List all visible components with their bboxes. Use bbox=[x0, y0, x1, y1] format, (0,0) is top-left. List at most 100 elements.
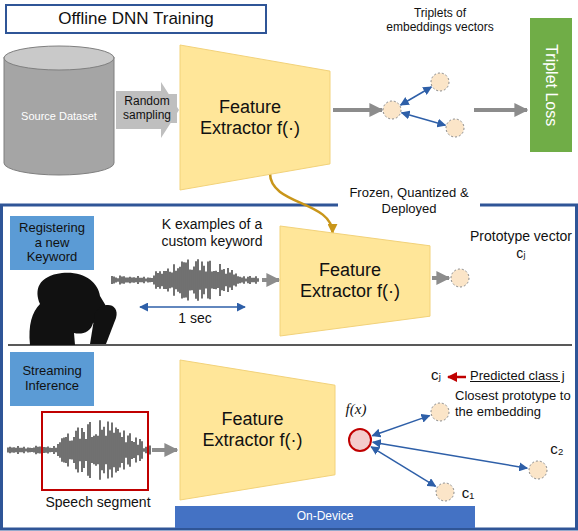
wave-stroke bbox=[83, 432, 84, 468]
wave-stroke bbox=[219, 264, 220, 296]
wave-stroke bbox=[145, 278, 146, 281]
wave-stroke bbox=[233, 274, 234, 285]
annotation: Triplets of embeddings vectors bbox=[385, 6, 495, 35]
wave-stroke bbox=[135, 278, 136, 282]
annotation: Prototype vector cⱼ bbox=[468, 228, 574, 262]
wave-stroke bbox=[145, 447, 146, 453]
hand-silhouette bbox=[90, 305, 117, 344]
wave-stroke bbox=[43, 447, 44, 453]
wave-stroke bbox=[31, 448, 32, 452]
wave-stroke bbox=[135, 438, 136, 463]
section-title: Offline DNN Training bbox=[5, 4, 267, 34]
wave-stroke bbox=[47, 447, 48, 454]
wave-stroke bbox=[27, 448, 28, 453]
wave-stroke bbox=[199, 270, 200, 290]
wave-stroke bbox=[177, 268, 178, 291]
wave-stroke bbox=[139, 439, 140, 461]
prototype-dot bbox=[529, 461, 547, 479]
wave-stroke bbox=[39, 447, 40, 454]
wave-stroke bbox=[119, 432, 120, 467]
wave-stroke bbox=[119, 276, 120, 285]
wave-stroke bbox=[123, 276, 124, 284]
wave-stroke bbox=[61, 438, 62, 462]
wave-stroke bbox=[127, 278, 128, 283]
wave-stroke bbox=[139, 278, 140, 283]
distance-arrow bbox=[373, 442, 527, 468]
wave-stroke bbox=[211, 271, 212, 288]
wave-stroke bbox=[243, 276, 244, 284]
wave-stroke bbox=[127, 435, 128, 464]
wave-stroke bbox=[129, 277, 130, 283]
class-label: c₂ bbox=[545, 440, 569, 458]
wave-stroke bbox=[67, 433, 68, 466]
wave-stroke bbox=[117, 278, 118, 282]
audio-waveform bbox=[112, 259, 258, 301]
prototype-dot bbox=[431, 403, 449, 421]
distance-arrow bbox=[401, 87, 432, 105]
wave-stroke bbox=[157, 273, 158, 287]
wave-stroke bbox=[255, 276, 256, 284]
wave-stroke bbox=[103, 427, 104, 473]
loss-box: Triplet Loss bbox=[530, 18, 572, 152]
edge-label: Random sampling bbox=[117, 94, 177, 123]
wave-stroke bbox=[175, 271, 176, 289]
wave-stroke bbox=[251, 278, 252, 283]
extractor-trapezoid: Feature Extractor f(·) bbox=[280, 226, 430, 336]
wave-stroke bbox=[183, 262, 184, 298]
wave-stroke bbox=[247, 277, 248, 283]
step-box: Registering a new Keyword bbox=[10, 216, 94, 270]
wave-stroke bbox=[79, 439, 80, 461]
wave-stroke bbox=[81, 428, 82, 472]
wave-stroke bbox=[193, 267, 194, 294]
annotation: Speech segment bbox=[38, 494, 158, 511]
wave-stroke bbox=[129, 433, 130, 466]
deploy-arrow bbox=[270, 173, 333, 233]
wave-stroke bbox=[49, 448, 50, 453]
wave-stroke bbox=[229, 272, 230, 287]
prototype-dot bbox=[451, 269, 469, 287]
wave-stroke bbox=[107, 421, 108, 478]
device-panel bbox=[2, 205, 577, 529]
wave-stroke bbox=[195, 261, 196, 298]
flow-arrow bbox=[432, 276, 449, 280]
trapezoid-shape bbox=[180, 45, 330, 190]
wave-stroke bbox=[35, 446, 36, 455]
audio-waveform bbox=[8, 420, 150, 479]
wave-stroke bbox=[7, 448, 8, 453]
flow-arrow bbox=[333, 108, 382, 112]
wave-stroke bbox=[111, 422, 112, 477]
wave-stroke bbox=[201, 262, 202, 299]
wave-stroke bbox=[11, 447, 12, 452]
wave-stroke bbox=[205, 272, 206, 289]
wave-stroke bbox=[113, 433, 114, 467]
wave-stroke bbox=[137, 276, 138, 284]
wave-stroke bbox=[125, 278, 126, 283]
wave-stroke bbox=[101, 430, 102, 470]
wave-stroke bbox=[9, 447, 10, 453]
wave-stroke bbox=[93, 436, 94, 465]
wave-stroke bbox=[239, 277, 240, 283]
wave-stroke bbox=[105, 436, 106, 464]
wave-stroke bbox=[151, 278, 152, 282]
wave-stroke bbox=[17, 446, 18, 454]
flow-arrow bbox=[474, 108, 527, 112]
wave-stroke bbox=[185, 263, 186, 298]
wave-stroke bbox=[197, 259, 198, 301]
wave-stroke bbox=[121, 276, 122, 283]
extractor-trapezoid: Feature Extractor f(·) bbox=[180, 360, 335, 500]
distance-arrow bbox=[372, 416, 429, 436]
wave-stroke bbox=[141, 441, 142, 459]
wave-stroke bbox=[115, 427, 116, 472]
annotation: Predicted class j bbox=[470, 368, 574, 384]
wave-stroke bbox=[163, 271, 164, 289]
wave-stroke bbox=[87, 424, 88, 475]
wave-stroke bbox=[109, 431, 110, 470]
wave-stroke bbox=[159, 271, 160, 288]
wave-stroke bbox=[21, 448, 22, 453]
wave-stroke bbox=[19, 448, 20, 453]
class-label: cⱼ bbox=[424, 366, 448, 384]
wave-stroke bbox=[181, 261, 182, 298]
wave-stroke bbox=[207, 261, 208, 298]
wave-stroke bbox=[69, 441, 70, 459]
